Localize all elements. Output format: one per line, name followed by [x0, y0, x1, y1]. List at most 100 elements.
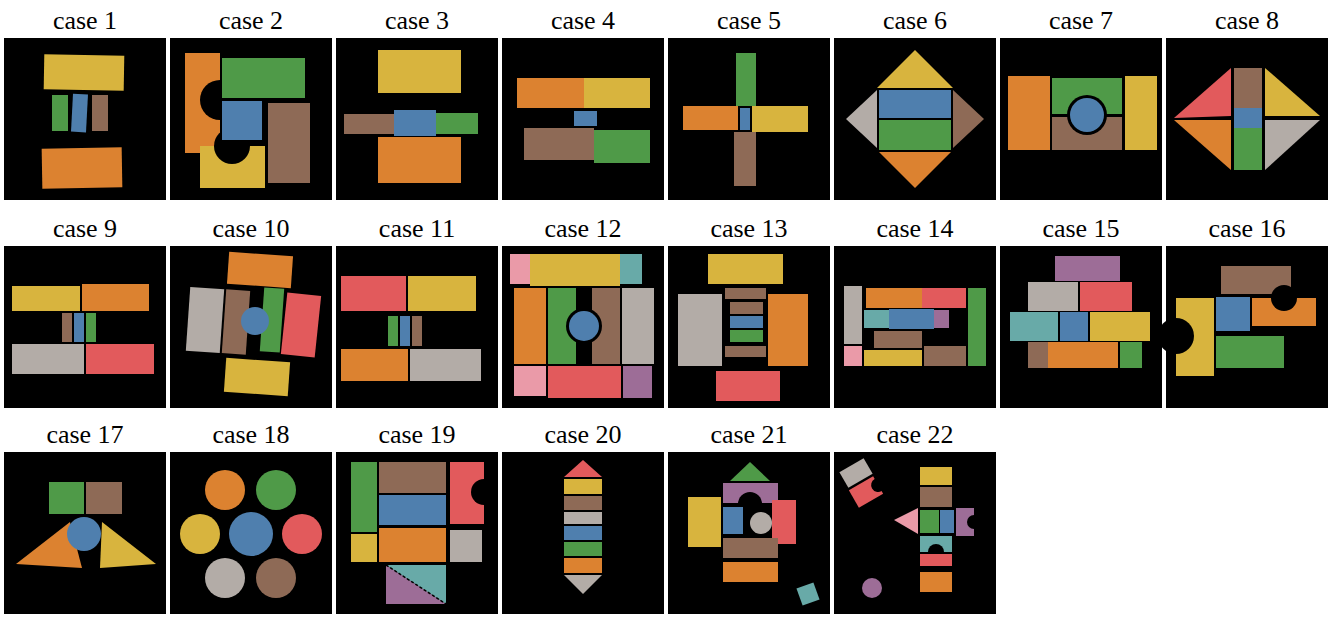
puzzle-board	[668, 452, 830, 614]
puzzle-piece	[874, 331, 922, 348]
puzzle-board	[170, 452, 332, 614]
case-title: case 17	[4, 420, 166, 450]
case-panel: case 20	[502, 420, 664, 614]
puzzle-piece	[564, 496, 602, 510]
case-panel: case 13	[668, 214, 830, 408]
puzzle-piece	[920, 510, 939, 533]
puzzle-piece	[517, 78, 584, 108]
puzzle-piece	[394, 110, 436, 136]
case-title: case 20	[502, 420, 664, 450]
puzzle-panel	[4, 452, 166, 614]
puzzle-piece	[530, 254, 620, 286]
case-title: case 13	[668, 214, 830, 244]
case-panel: case 18	[170, 420, 332, 614]
puzzle-piece	[344, 114, 394, 134]
puzzle-piece	[44, 54, 125, 90]
puzzle-panel	[502, 246, 664, 408]
puzzle-piece	[1060, 312, 1088, 341]
puzzle-piece	[205, 558, 245, 598]
puzzle-piece	[725, 346, 766, 357]
case-panel: case 10	[170, 214, 332, 408]
puzzle-board	[170, 38, 332, 200]
puzzle-piece	[186, 287, 224, 353]
case-title: case 16	[1166, 214, 1328, 244]
case-panel: case 17	[4, 420, 166, 614]
puzzle-piece	[410, 349, 481, 381]
puzzle-piece	[450, 530, 482, 562]
puzzle-piece	[730, 316, 763, 328]
puzzle-piece	[730, 330, 763, 342]
puzzle-piece	[750, 512, 772, 534]
puzzle-board	[502, 246, 664, 408]
puzzle-piece	[1067, 95, 1107, 135]
puzzle-piece	[1174, 120, 1231, 170]
case-title: case 12	[502, 214, 664, 244]
puzzle-piece	[205, 470, 245, 510]
puzzle-piece	[1216, 336, 1284, 368]
puzzle-piece	[922, 288, 966, 308]
puzzle-piece	[716, 371, 780, 401]
puzzle-piece	[42, 147, 123, 188]
puzzle-piece	[894, 508, 918, 534]
puzzle-piece	[86, 313, 96, 342]
puzzle-piece	[934, 310, 949, 328]
puzzle-piece	[379, 495, 446, 525]
puzzle-piece	[725, 288, 766, 299]
puzzle-piece	[514, 288, 546, 364]
puzzle-piece	[1090, 312, 1150, 341]
puzzle-piece	[268, 103, 310, 183]
puzzle-panel	[170, 246, 332, 408]
puzzle-piece	[920, 554, 952, 566]
case-title: case 3	[336, 6, 498, 36]
puzzle-piece	[12, 286, 80, 311]
case-title: case 1	[4, 6, 166, 36]
puzzle-piece	[623, 366, 652, 398]
puzzle-piece	[412, 316, 422, 346]
puzzle-piece	[379, 528, 446, 562]
puzzle-piece	[864, 350, 922, 366]
puzzle-panel	[170, 452, 332, 614]
puzzle-panel	[502, 452, 664, 614]
case-panel: case 2	[170, 6, 332, 200]
puzzle-piece	[180, 514, 220, 554]
puzzle-piece	[241, 307, 269, 335]
puzzle-piece	[723, 507, 743, 534]
puzzle-panel	[834, 38, 996, 200]
puzzle-piece	[920, 467, 952, 485]
puzzle-panel	[4, 246, 166, 408]
puzzle-piece	[1216, 297, 1250, 331]
puzzle-piece	[1120, 342, 1142, 368]
puzzle-piece	[564, 542, 602, 556]
puzzle-board	[336, 38, 498, 200]
puzzle-piece	[1234, 128, 1262, 170]
puzzle-piece	[86, 344, 154, 374]
case-title: case 9	[4, 214, 166, 244]
puzzle-piece	[222, 58, 305, 98]
puzzle-piece	[74, 313, 84, 342]
case-title: case 21	[668, 420, 830, 450]
puzzle-piece	[574, 111, 597, 126]
puzzle-panel	[1158, 246, 1328, 408]
puzzle-piece	[688, 497, 721, 547]
puzzle-panel	[668, 38, 830, 200]
puzzle-piece	[388, 316, 398, 346]
puzzle-board	[336, 452, 498, 614]
puzzle-piece	[864, 310, 889, 328]
puzzle-piece	[564, 512, 602, 524]
puzzle-piece	[1174, 68, 1231, 118]
puzzle-piece	[968, 288, 986, 366]
puzzle-piece	[569, 311, 599, 341]
puzzle-piece	[594, 130, 650, 163]
puzzle-board	[834, 452, 996, 614]
puzzle-piece	[1234, 108, 1262, 128]
puzzle-piece	[222, 101, 262, 140]
puzzle-piece	[768, 294, 808, 366]
puzzle-piece	[281, 292, 321, 357]
puzzle-board	[1000, 246, 1162, 408]
case-panel: case 3	[336, 6, 498, 200]
puzzle-piece	[564, 479, 602, 494]
puzzle-piece	[341, 276, 406, 311]
puzzle-piece	[386, 565, 446, 604]
puzzle-piece	[378, 50, 461, 93]
puzzle-piece	[622, 288, 654, 364]
